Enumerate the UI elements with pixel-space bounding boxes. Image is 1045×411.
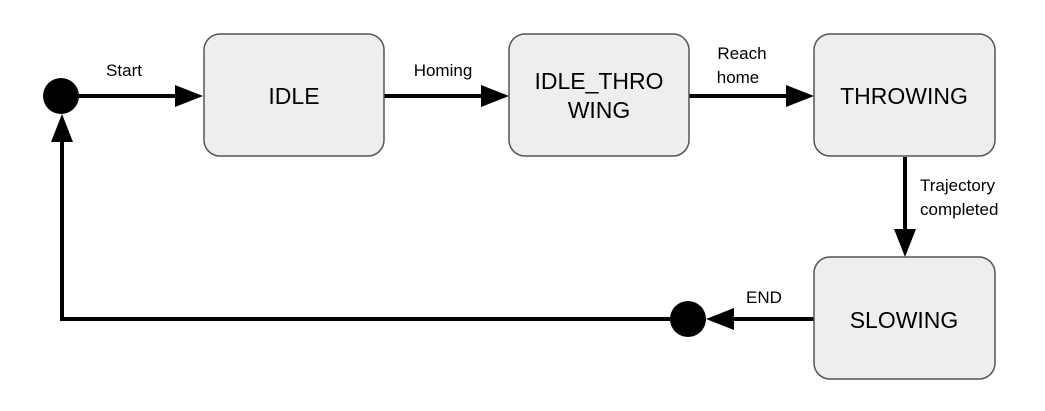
state-throwing-label: THROWING xyxy=(840,83,968,109)
state-idle-throwing-label-line1: IDLE_THRO xyxy=(534,68,663,94)
arrowhead-loop-back xyxy=(51,114,73,142)
arrowhead-trajectory-completed xyxy=(894,229,916,257)
state-slowing-label: SLOWING xyxy=(850,307,959,333)
edge-label-homing: Homing xyxy=(414,61,473,80)
state-idle-box xyxy=(203,33,385,157)
edge-label-trajectory-completed-line1: Trajectory xyxy=(920,176,995,195)
edge-label-end: END xyxy=(746,288,782,307)
start-node xyxy=(43,78,79,114)
state-slowing: SLOWING xyxy=(813,256,996,380)
state-idle: IDLE xyxy=(203,33,385,157)
state-idle-throwing-label-line2: WING xyxy=(568,97,631,123)
state-throwing-box xyxy=(813,33,996,157)
state-idle-throwing-box xyxy=(508,33,690,157)
arrowhead-reach-home xyxy=(786,85,814,107)
state-idle-label: IDLE xyxy=(268,83,319,109)
end-node xyxy=(670,301,706,337)
edge-label-reach-home-line1: Reach xyxy=(717,44,766,63)
arrowhead-start xyxy=(175,85,203,107)
edge-label-trajectory-completed-line2: completed xyxy=(920,200,998,219)
state-throwing: THROWING xyxy=(813,33,996,157)
arrowhead-homing xyxy=(481,85,509,107)
edge-label-start: Start xyxy=(106,61,142,80)
edge-label-reach-home-line2: home xyxy=(717,68,760,87)
state-idle-throwing: IDLE_THRO WING xyxy=(508,33,690,157)
arrowhead-end xyxy=(706,308,734,330)
edges xyxy=(51,85,916,330)
state-slowing-box xyxy=(813,256,996,380)
edge-loop-back xyxy=(60,140,670,321)
